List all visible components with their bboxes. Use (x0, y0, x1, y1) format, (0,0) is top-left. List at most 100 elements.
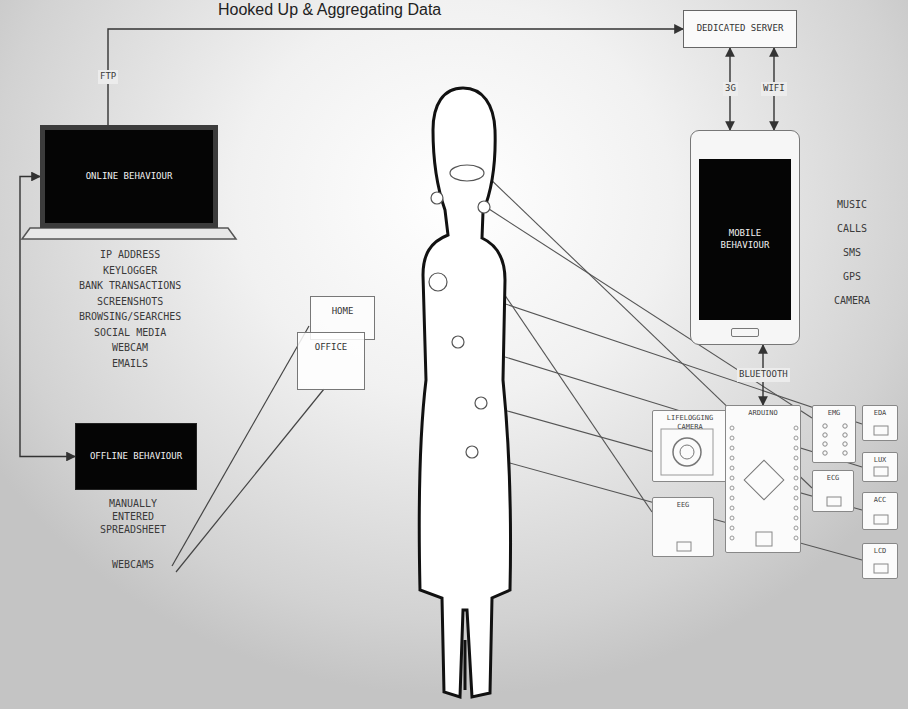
node-label: DEDICATED SERVER (697, 23, 784, 34)
pin (794, 436, 798, 440)
data-label: SCREENSHOTS (97, 295, 163, 308)
sensor-board: ECG (812, 470, 854, 512)
data-label: WEBCAMS (112, 558, 154, 571)
connector-label: BLUETOOTH (737, 368, 790, 382)
laptop-base (22, 228, 236, 239)
board-label: LCD (874, 547, 887, 556)
pin (794, 486, 798, 490)
phone: MOBILE BEHAVIOUR (690, 130, 800, 345)
camera-lens (673, 438, 701, 466)
data-label: IP ADDRESS (100, 248, 160, 261)
pin (794, 446, 798, 450)
place-box: OFFICE (297, 332, 365, 390)
pin (843, 442, 847, 446)
board-label: LIFELOGGING CAMERA (655, 414, 725, 432)
pin (794, 536, 798, 540)
pin (794, 516, 798, 520)
data-label: BANK TRANSACTIONS (79, 279, 181, 292)
sensor-board: ACC (862, 492, 898, 530)
offline-box: OFFLINE BEHAVIOUR (75, 423, 197, 490)
node-label: MOBILE BEHAVIOUR (703, 228, 787, 251)
data-label: MANUALLY ENTERED SPREADSHEET (91, 497, 175, 536)
camera-board: LIFELOGGING CAMERA (652, 410, 728, 482)
connector-label: FTP (98, 70, 118, 84)
board-label: EEG (677, 501, 690, 510)
pin (730, 536, 734, 540)
camera-lens (680, 445, 694, 459)
pad (677, 542, 691, 551)
pin (794, 476, 798, 480)
arduino-board: ARDUINO (725, 405, 801, 553)
pin (823, 424, 827, 428)
phone-button (731, 328, 759, 337)
lcd-board: LCD (862, 543, 898, 579)
pad (874, 467, 888, 476)
laptop-screen: ONLINE BEHAVIOUR (40, 125, 218, 228)
pin (823, 451, 827, 455)
person-silhouette (419, 88, 510, 697)
pad (874, 564, 888, 573)
pin (730, 526, 734, 530)
board-label: ACC (874, 496, 887, 505)
sensor-board: EMG (812, 405, 856, 463)
pin (730, 516, 734, 520)
pin (730, 486, 734, 490)
pin (794, 466, 798, 470)
pad (874, 426, 888, 435)
pin (730, 426, 734, 430)
pin (730, 466, 734, 470)
board-label: LUX (874, 456, 887, 465)
connector-label: WIFI (761, 82, 787, 96)
button (756, 532, 772, 546)
pin (843, 424, 847, 428)
data-label: CAMERA (834, 294, 870, 307)
node-label: HOME (332, 306, 354, 317)
pin (823, 433, 827, 437)
phone-screen: MOBILE BEHAVIOUR (699, 159, 791, 320)
connector-label: 3G (723, 82, 738, 96)
leader-line (176, 389, 324, 572)
pin (730, 446, 734, 450)
pin (843, 451, 847, 455)
data-label: GPS (843, 270, 861, 283)
data-label: BROWSING/SEARCHES (79, 310, 181, 323)
camera-body (661, 429, 713, 475)
data-label: WEBCAM (112, 341, 148, 354)
server-box: DEDICATED SERVER (683, 10, 797, 48)
data-label: SMS (843, 246, 861, 259)
data-label: SOCIAL MEDIA (94, 326, 166, 339)
data-label: EMAILS (112, 357, 148, 370)
sensor-board: LUX (862, 452, 898, 482)
pin (730, 436, 734, 440)
leg-gap (464, 640, 467, 690)
connector (108, 29, 683, 125)
pin (794, 496, 798, 500)
board-label: EDA (874, 409, 887, 418)
pin (794, 526, 798, 530)
data-label: CALLS (837, 222, 867, 235)
pin (794, 426, 798, 430)
node-label: OFFICE (315, 342, 348, 353)
data-label: KEYLOGGER (103, 264, 157, 277)
sensor-points (429, 165, 490, 458)
pin (730, 476, 734, 480)
pin (730, 496, 734, 500)
pin (730, 456, 734, 460)
pad (874, 515, 888, 524)
pin (794, 506, 798, 510)
board-label: ECG (827, 474, 840, 483)
data-label: MUSIC (837, 198, 867, 211)
sensor-board: EDA (862, 405, 898, 441)
pin (730, 506, 734, 510)
diagram-title: Hooked Up & Aggregating Data (218, 1, 441, 19)
sensor-board: EEG (652, 497, 714, 557)
board-detail (726, 406, 800, 552)
board-label: EMG (828, 409, 841, 418)
chip (744, 460, 784, 500)
pin (823, 442, 827, 446)
pin (843, 433, 847, 437)
board-label: ARDUINO (748, 409, 778, 418)
node-label: ONLINE BEHAVIOUR (86, 171, 173, 182)
